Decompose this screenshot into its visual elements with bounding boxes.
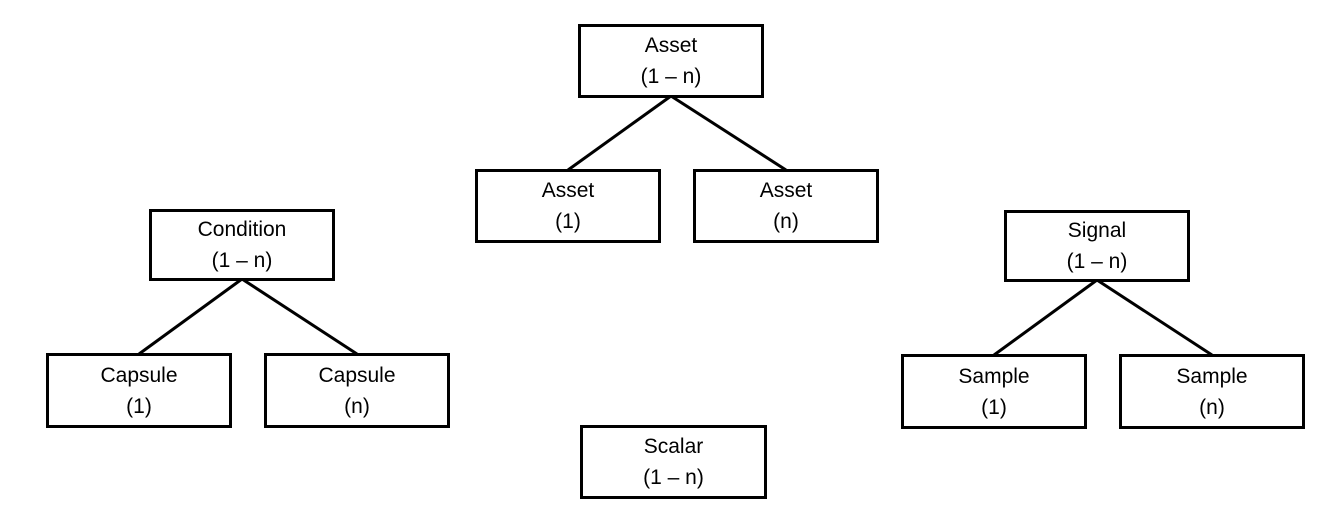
asset-many-node: Asset (n) (693, 169, 879, 243)
capsule-one-node: Capsule (1) (46, 353, 232, 428)
node-name: Capsule (100, 363, 178, 387)
node-count: (1) (981, 395, 1007, 419)
node-name: Asset (644, 34, 698, 57)
node-count: (1) (126, 394, 152, 418)
edge-signal-to-sample-many (1096, 278, 1213, 357)
edge-asset-root-to-asset-many (670, 94, 787, 172)
node-count: (1) (555, 210, 581, 233)
edge-condition-to-capsule-many (241, 277, 358, 356)
node-count: (1 – n) (211, 249, 273, 272)
condition-node: Condition (1 – n) (149, 209, 335, 281)
capsule-many-node: Capsule (n) (264, 353, 450, 428)
asset-root-node: Asset (1 – n) (578, 24, 764, 98)
node-name: Sample (1176, 364, 1248, 388)
edge-signal-to-sample-one (993, 278, 1098, 357)
node-name: Sample (958, 364, 1030, 388)
node-count: (n) (1199, 395, 1225, 419)
node-count: (1 – n) (640, 65, 702, 88)
scalar-node: Scalar (1 – n) (580, 425, 767, 499)
node-name: Condition (197, 218, 287, 241)
node-count: (n) (773, 210, 799, 233)
edge-asset-root-to-asset-one (567, 94, 672, 172)
node-count: (1 – n) (1066, 250, 1128, 273)
node-count: (n) (344, 394, 370, 418)
sample-many-node: Sample (n) (1119, 354, 1305, 429)
edge-condition-to-capsule-one (138, 277, 243, 356)
node-name: Capsule (318, 363, 396, 387)
node-name: Asset (759, 179, 813, 202)
node-count: (1 – n) (643, 466, 704, 489)
sample-one-node: Sample (1) (901, 354, 1087, 429)
node-name: Asset (541, 179, 595, 202)
signal-node: Signal (1 – n) (1004, 210, 1190, 282)
node-name: Signal (1067, 219, 1127, 242)
asset-one-node: Asset (1) (475, 169, 661, 243)
node-name: Scalar (643, 435, 704, 458)
